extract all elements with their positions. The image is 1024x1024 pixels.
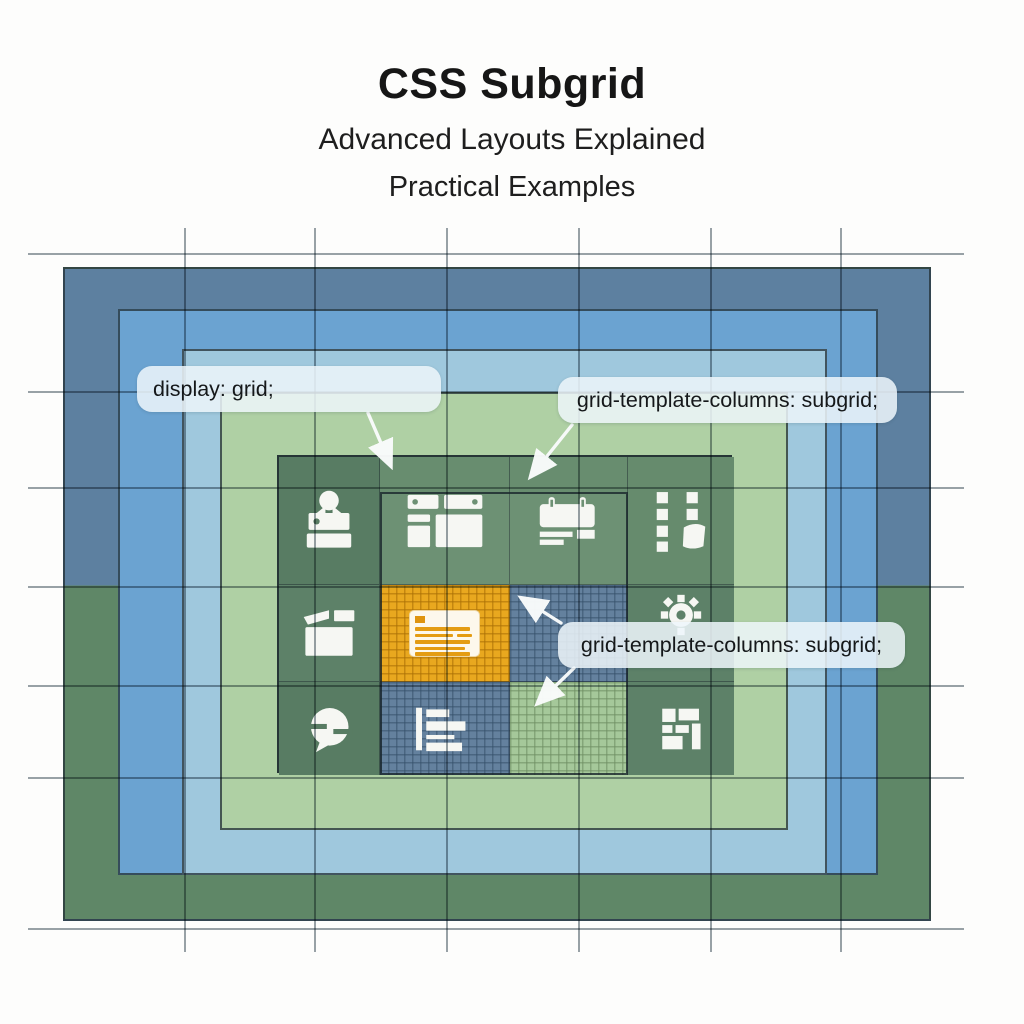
card-subgrid-icon bbox=[409, 610, 480, 657]
document-list-icon bbox=[415, 707, 465, 751]
arrow-subgrid-top bbox=[527, 423, 574, 481]
grid-cell-r1c2 bbox=[380, 457, 510, 585]
callout-subgrid-inner: grid-template-columns: subgrid; bbox=[558, 622, 905, 668]
grid-cell-r1c1 bbox=[279, 457, 380, 585]
callout-subgrid-inner-text: grid-template-columns: subgrid; bbox=[580, 632, 883, 657]
calendar-icon bbox=[539, 496, 595, 545]
subgrid-container-tint bbox=[380, 492, 628, 585]
page-subtitle: Advanced Layouts Explained bbox=[318, 123, 706, 156]
task-list-icon bbox=[656, 491, 706, 552]
page-tagline: Practical Examples bbox=[388, 171, 636, 203]
person-desk-icon bbox=[306, 490, 352, 548]
page-title: CSS Subgrid bbox=[377, 60, 647, 108]
callout-subgrid-top-text: grid-template-columns: subgrid; bbox=[576, 387, 879, 412]
clapperboard-icon bbox=[303, 610, 355, 656]
arrow-subgrid-blue-cell bbox=[517, 595, 563, 625]
subgrid-cell-blue-2 bbox=[380, 682, 510, 775]
masonry-layout-icon bbox=[662, 708, 701, 749]
card-avatar-block bbox=[415, 616, 425, 623]
grid-cell-r3c4 bbox=[628, 682, 734, 775]
callout-display-grid-text: display: grid; bbox=[153, 376, 274, 401]
callout-subgrid-top: grid-template-columns: subgrid; bbox=[558, 377, 897, 423]
arrow-display-grid bbox=[366, 411, 394, 471]
callout-display-grid: display: grid; bbox=[137, 366, 441, 412]
arrow-subgrid-green-cell bbox=[534, 666, 576, 707]
subgrid-cell-yellow bbox=[380, 585, 510, 682]
chat-bubble-icon bbox=[307, 707, 353, 752]
grid-cell-r2c1 bbox=[279, 585, 380, 682]
grid-cell-r3c1 bbox=[279, 682, 380, 775]
grid-cell-r1c4 bbox=[628, 457, 734, 585]
subgrid-cell-green bbox=[510, 682, 628, 775]
inner-grid-panel bbox=[277, 455, 734, 775]
